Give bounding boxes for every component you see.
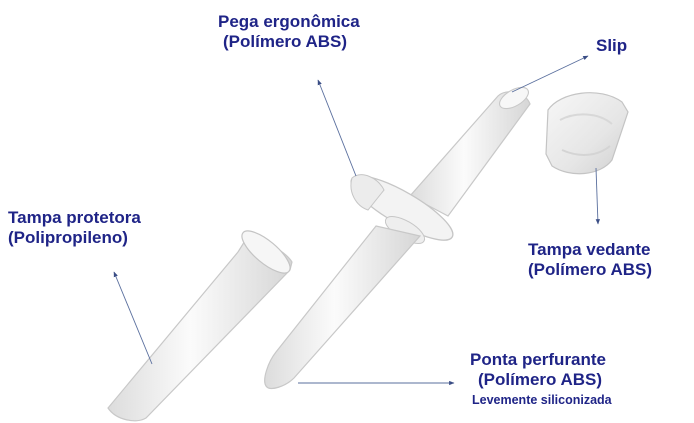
label-ponta-note: Levemente siliconizada [472, 393, 612, 408]
label-slip-line1: Slip [596, 36, 628, 55]
piercing-spike-shape [264, 225, 422, 390]
label-pega-line2: (Polímero ABS) [223, 32, 348, 52]
label-ponta-perfurante: Ponta perfurante (Polímero ABS) Levement… [470, 350, 612, 408]
leader-lines [113, 55, 600, 386]
ergonomic-grip-shape [350, 174, 454, 244]
label-pega-ergonomica: Pega ergonômica (Polímero ABS) [218, 12, 360, 52]
sealing-cap-shape [545, 92, 629, 175]
label-tampa-protetora-line2: (Polipropileno) [8, 228, 128, 248]
label-ponta-line2: (Polímero ABS) [478, 370, 603, 390]
leader-tampa-vedante [595, 167, 600, 225]
leader-slip [511, 55, 589, 93]
slip-tube-shape [409, 86, 531, 217]
leader-pega [317, 79, 357, 177]
protective-cap-shape [107, 230, 293, 422]
label-tampa-protetora-line1: Tampa protetora [8, 208, 141, 227]
label-tampa-protetora: Tampa protetora (Polipropileno) [8, 208, 141, 248]
label-tampa-vedante-line1: Tampa vedante [528, 240, 651, 259]
label-tampa-vedante-line2: (Polímero ABS) [528, 260, 653, 280]
leader-tampa-protetora [113, 271, 153, 365]
label-pega-line1: Pega ergonômica [218, 12, 360, 31]
label-slip: Slip [596, 36, 627, 56]
label-ponta-line1: Ponta perfurante [470, 350, 607, 369]
label-tampa-vedante: Tampa vedante (Polímero ABS) [528, 240, 652, 280]
